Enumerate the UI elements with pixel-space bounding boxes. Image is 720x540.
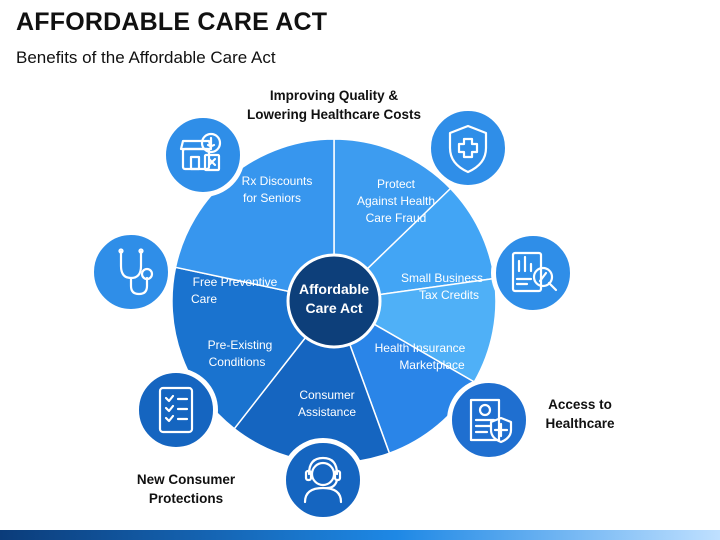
pharmacy-store-icon: [161, 113, 245, 197]
bottom-gradient-bar: [0, 530, 720, 540]
segment-label-rx-1: Rx Discounts: [242, 174, 313, 188]
tax-chart-magnifier-icon: [491, 231, 575, 315]
category-label-protections-1: New Consumer: [137, 472, 236, 487]
category-label-access-1: Access to: [548, 397, 612, 412]
category-label-quality-1: Improving Quality &: [270, 88, 399, 103]
page-title: AFFORDABLE CARE ACT: [16, 8, 328, 36]
segment-label-assistance-2: Assistance: [298, 405, 356, 419]
category-label-access-2: Healthcare: [545, 416, 615, 431]
segment-label-preexisting-2: Conditions: [209, 355, 266, 369]
shield-cross-icon: [426, 106, 510, 190]
segment-label-tax-2: Tax Credits: [419, 288, 479, 302]
insurance-document-icon: [447, 378, 531, 462]
page-subtitle: Benefits of the Affordable Care Act: [16, 48, 276, 67]
segment-label-fraud-2: Against Health: [357, 194, 435, 208]
category-label-quality-2: Lowering Healthcare Costs: [247, 107, 421, 122]
center-label-line-1: Affordable: [299, 281, 369, 297]
segment-label-fraud-1: Protect: [377, 177, 416, 191]
segment-label-tax-1: Small Business: [401, 271, 483, 285]
center-label-line-2: Care Act: [305, 300, 362, 316]
segment-label-marketplace-1: Health Insurance: [375, 341, 466, 355]
support-agent-icon: [281, 438, 365, 522]
checklist-icon: [134, 368, 218, 452]
center-hub: [286, 253, 382, 349]
category-label-protections-2: Protections: [149, 491, 223, 506]
segment-label-fraud-3: Care Fraud: [366, 211, 427, 225]
segment-label-rx-2: for Seniors: [243, 191, 301, 205]
segment-label-preventive-1: Free Preventive: [193, 275, 278, 289]
segment-label-assistance-1: Consumer: [299, 388, 354, 402]
segment-label-marketplace-2: Marketplace: [399, 358, 465, 372]
stethoscope-icon: [89, 230, 173, 314]
segment-label-preventive-2: Care: [191, 292, 217, 306]
segment-label-preexisting-1: Pre-Existing: [208, 338, 273, 352]
